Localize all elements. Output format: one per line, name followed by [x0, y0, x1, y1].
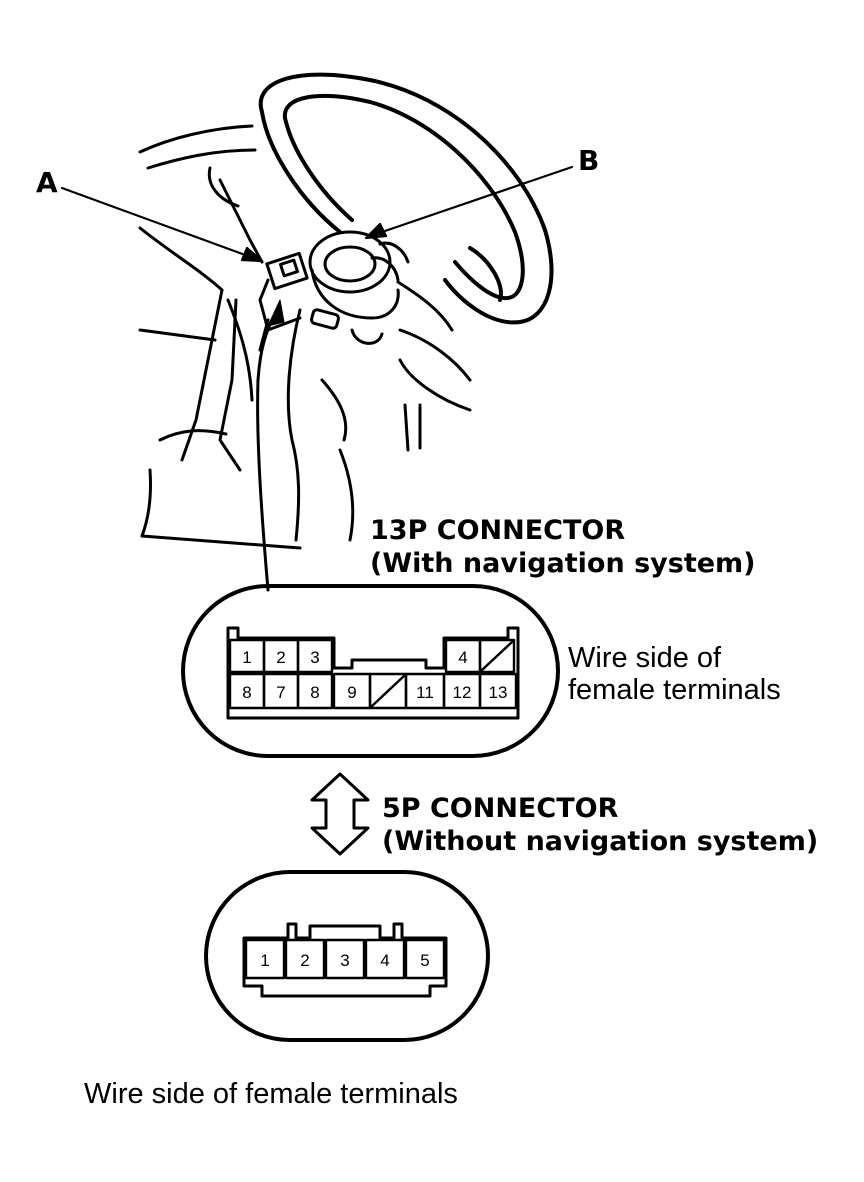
connector-13p-pins: 1 2 3 4 8 7 8 9 11 12 13 [242, 648, 507, 702]
connector-5p-pins: 1 2 3 4 5 [260, 951, 429, 970]
pin-label: 11 [416, 683, 434, 702]
connector-5p-drawing [204, 870, 490, 1042]
connector-leader-arrowhead [267, 299, 285, 327]
connector-13p-caption: Wire side of female terminals [568, 642, 781, 706]
either-or-arrow [310, 772, 370, 856]
connector-5p-subtitle: (Without navigation system) [382, 826, 819, 857]
connector-13p-caption-line2: female terminals [568, 674, 781, 706]
connector-13p-subtitle: (With navigation system) [370, 548, 756, 579]
pin-label: 4 [380, 951, 389, 970]
pin-label: 13 [489, 683, 508, 702]
pin-label: 7 [276, 683, 285, 702]
dashboard-drawing [138, 124, 472, 550]
pin-label: 8 [242, 683, 251, 702]
pin-label: 5 [420, 951, 429, 970]
pin-label: 1 [260, 951, 269, 970]
pin-label: 12 [453, 683, 472, 702]
pin-label: 8 [310, 683, 319, 702]
connector-13p-caption-line1: Wire side of [568, 642, 722, 674]
pin-label: 1 [242, 648, 251, 667]
pin-label: 2 [276, 648, 285, 667]
callout-leaders [60, 165, 574, 263]
connector-5p-title: 5P CONNECTOR [382, 793, 619, 824]
pin-label: 9 [347, 683, 356, 702]
connector-13p-drawing [181, 584, 560, 758]
steering-wheel-drawing [258, 72, 554, 325]
connector-leader [256, 310, 278, 592]
pin-label: 2 [300, 951, 309, 970]
connector-5p-caption: Wire side of female terminals [84, 1078, 458, 1110]
pin-label: 3 [310, 648, 319, 667]
pin-label: 4 [458, 648, 467, 667]
pin-label: 3 [340, 951, 349, 970]
callout-b: B [578, 144, 600, 177]
connector-13p-heading: 13P CONNECTOR (With navigation system) [370, 514, 756, 580]
callout-a: A [36, 166, 58, 199]
connector-13p-title: 13P CONNECTOR [370, 515, 626, 546]
connector-5p-heading: 5P CONNECTOR (Without navigation system) [382, 792, 818, 858]
combination-switch-drawing [258, 230, 454, 345]
